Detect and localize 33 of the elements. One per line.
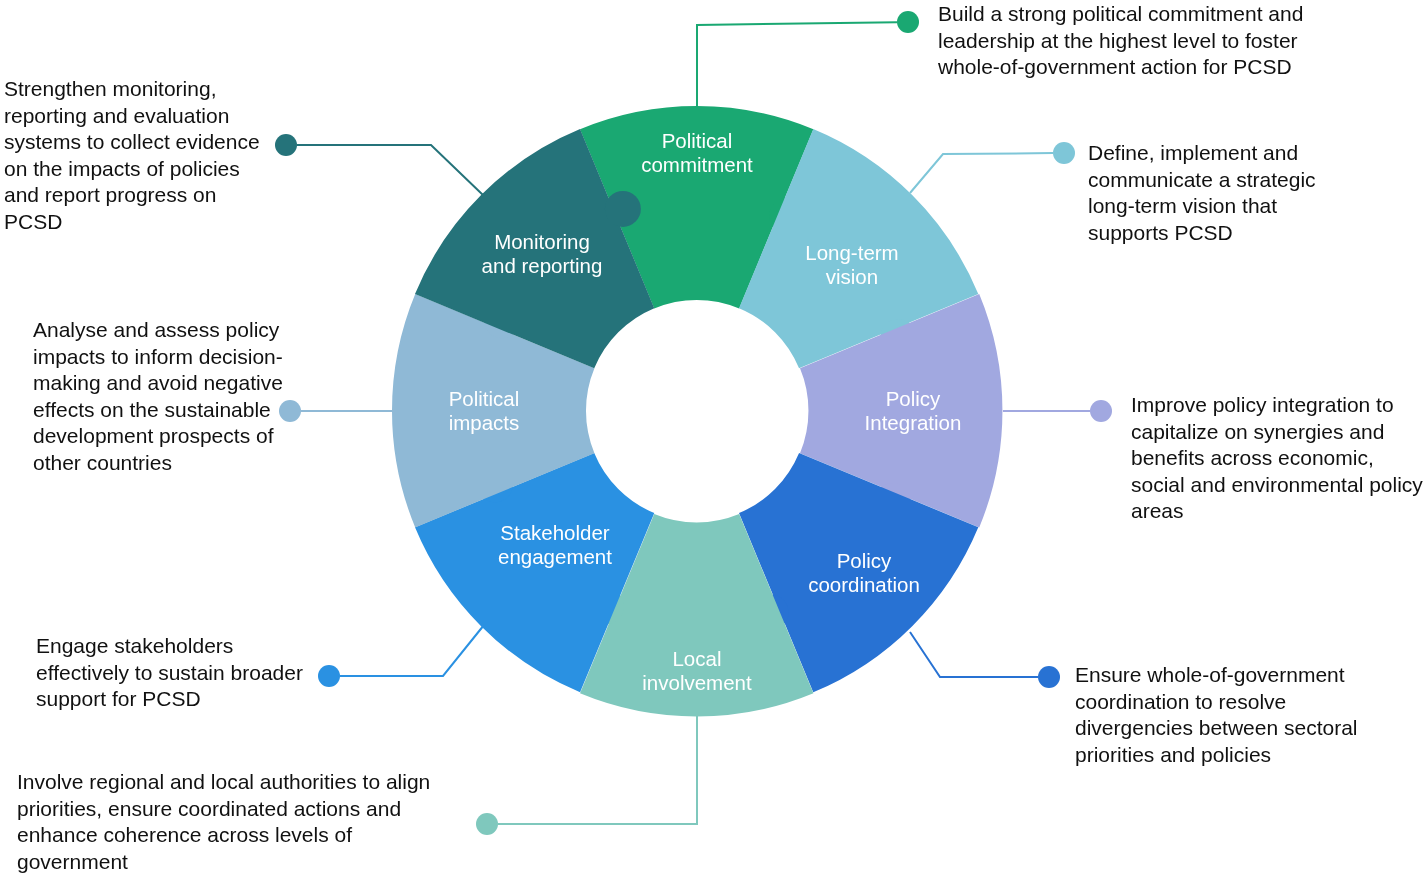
segment-label: Political impacts: [447, 387, 521, 435]
description-text: Involve regional and local authorities to align priorities, ensure coordinated actions and enhance coherence across levels of government: [17, 769, 432, 875]
leader-line: [1002, 410, 1091, 412]
description-text: Improve policy integration to capitalize on synergies and benefits across economic, social and environmental policy areas: [1131, 392, 1424, 525]
leader-line: [300, 410, 394, 412]
description-text: Ensure whole-of-government coordination to resolve divergencies between sectoral priorities and policies: [1075, 662, 1359, 768]
description-text: Build a strong political commitment and leadership at the highest level to foster whole-of-government action for PCSD: [938, 1, 1305, 81]
leader-line: [497, 715, 698, 825]
segment-label: Local involvement: [641, 647, 753, 695]
marker-dot: [1090, 400, 1112, 422]
segment-label: Long-term vision: [804, 241, 900, 289]
puzzle-piece: [799, 294, 1002, 528]
marker-dot: [318, 665, 340, 687]
marker-dot: [1038, 666, 1060, 688]
leader-line: [909, 152, 1054, 194]
description-text: Define, implement and communicate a strategic long-term vision that supports PCSD: [1088, 140, 1317, 246]
leader-line: [339, 624, 485, 677]
marker-dot: [275, 134, 297, 156]
leader-line: [296, 144, 485, 197]
marker-dot: [279, 400, 301, 422]
segment-label: Monitoring and reporting: [480, 230, 604, 278]
segment-label: Policy Integration: [863, 387, 963, 435]
description-text: Engage stakeholders effectively to sustain broader support for PCSD: [36, 633, 304, 713]
segment-label: Policy coordination: [807, 549, 921, 597]
description-text: Strengthen monitoring, reporting and evaluation systems to collect evidence on the impacts of policies and report progress on PCSD: [4, 76, 261, 235]
marker-dot: [897, 11, 919, 33]
marker-dot: [1053, 142, 1075, 164]
marker-dot: [476, 813, 498, 835]
description-text: Analyse and assess policy impacts to inform decision-making and avoid negative effects on the sustainable development prospects of other countries: [33, 317, 284, 476]
leader-line: [909, 631, 1039, 678]
segment-label: Political commitment: [640, 129, 754, 177]
leader-line: [696, 21, 898, 108]
segment-label: Stakeholder engagement: [497, 521, 613, 569]
